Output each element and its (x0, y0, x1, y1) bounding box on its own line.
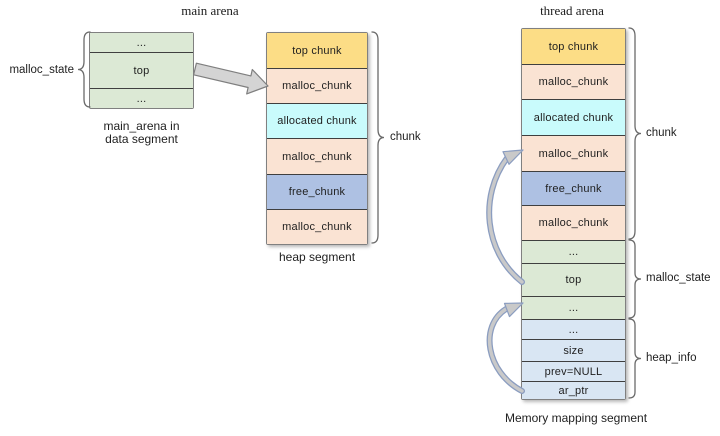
thread-row-top-chunk: top chunk (522, 29, 625, 64)
main-arena-caption-line2: data segment (105, 132, 178, 146)
heap-row-top-chunk: top chunk (267, 33, 367, 68)
chunk-label-mid: chunk (390, 131, 421, 143)
memory-mapping-caption: Memory mapping segment (504, 411, 648, 425)
thread-row-heapinfo-prev: prev=NULL (522, 361, 625, 381)
malloc-state-label-right: malloc_state (646, 272, 711, 284)
main-arena-title: main arena (181, 3, 239, 18)
heap-info-label: heap_info (646, 352, 697, 364)
chunk-brace-mid (371, 31, 385, 244)
thread-arena-title: thread arena (540, 3, 604, 18)
top-pointer-block-arrow-icon (193, 62, 269, 95)
chunk-label-right: chunk (646, 127, 677, 139)
thread-row-heapinfo-ellipsis: ... (522, 319, 625, 339)
heap-segment-caption: heap segment (278, 250, 356, 264)
malloc-state-brace-right (628, 239, 642, 319)
thread-row-malloc-chunk-2: malloc_chunk (522, 135, 625, 171)
curved-arrow-bottom-icon (486, 302, 525, 394)
thread-row-malloc-chunk-3: malloc_chunk (522, 205, 625, 240)
malloc-state-label-left: malloc_state (9, 64, 74, 76)
heap-row-malloc-chunk-2: malloc_chunk (267, 138, 367, 174)
thread-row-heapinfo-arptr: ar_ptr (522, 381, 625, 399)
heap-segment-box: top chunk malloc_chunk allocated chunk m… (266, 32, 368, 245)
chunk-brace-right (628, 27, 642, 240)
state-row-ellipsis-top: ... (90, 33, 193, 52)
thread-row-state-ellipsis-bottom: ... (522, 296, 625, 319)
heap-row-malloc-chunk-1: malloc_chunk (267, 68, 367, 103)
main-arena-caption: main_arena in data segment (79, 120, 204, 146)
thread-row-malloc-chunk-1: malloc_chunk (522, 64, 625, 99)
heap-row-allocated-chunk: allocated chunk (267, 103, 367, 138)
heap-info-brace (628, 318, 642, 399)
curved-arrow-top-icon (486, 149, 525, 285)
heap-row-malloc-chunk-3: malloc_chunk (267, 209, 367, 244)
main-arena-caption-line1: main_arena in (103, 119, 180, 133)
thread-row-state-top-pointer: top (522, 263, 625, 296)
thread-arena-box: top chunk malloc_chunk allocated chunk m… (521, 28, 626, 400)
thread-row-free-chunk: free_chunk (522, 171, 625, 205)
thread-row-allocated-chunk: allocated chunk (522, 99, 625, 135)
main-malloc-state-box: ... top ... (89, 32, 194, 109)
heap-row-free-chunk: free_chunk (267, 174, 367, 209)
thread-row-state-ellipsis-top: ... (522, 240, 625, 263)
state-row-ellipsis-bottom: ... (90, 88, 193, 108)
thread-row-heapinfo-size: size (522, 339, 625, 361)
state-row-top-pointer: top (90, 52, 193, 88)
